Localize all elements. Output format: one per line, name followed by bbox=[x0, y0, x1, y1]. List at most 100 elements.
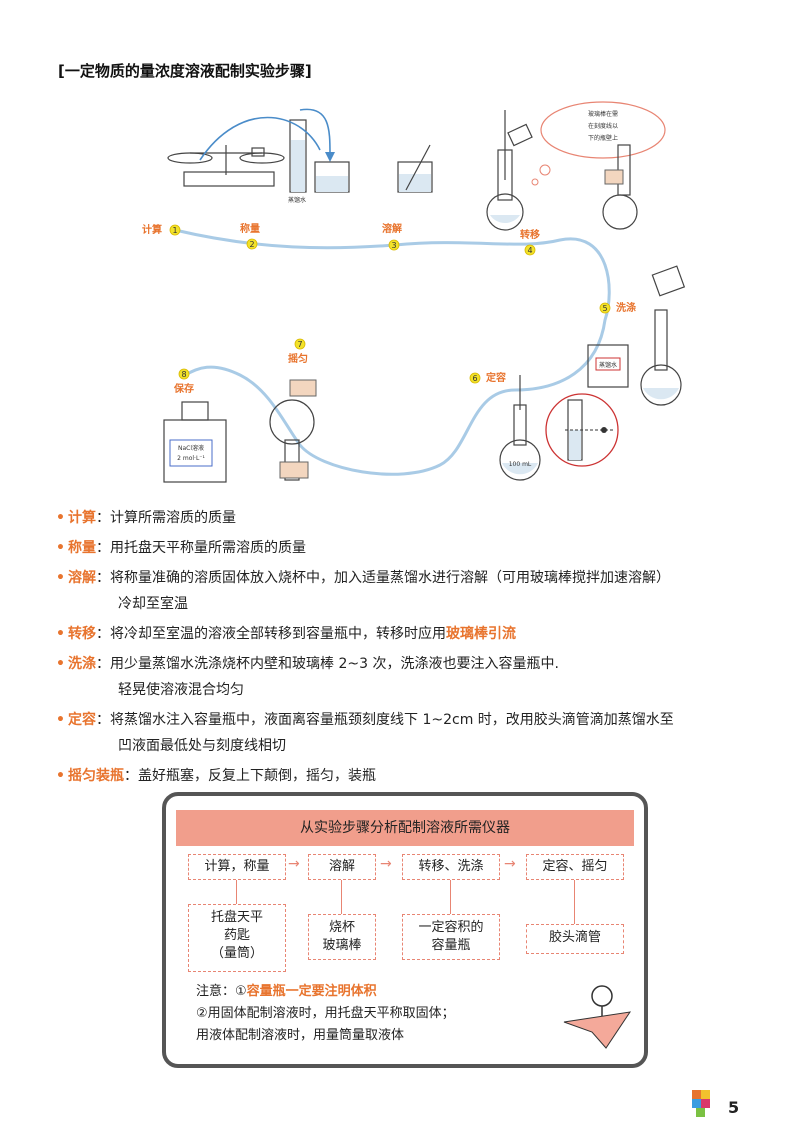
tool-line: 胶头滴管 bbox=[548, 930, 601, 945]
flow-item-4: 定容、摇匀 bbox=[526, 854, 624, 880]
reagent-bottle-icon: NaCl溶液 2 mol·L⁻¹ bbox=[163, 401, 227, 483]
station-label-3: 溶解 bbox=[382, 222, 402, 235]
note-line-2: ②用固体配制溶液时，用托盘天平称取固体； bbox=[196, 1006, 455, 1021]
wash-bottle-icon: 蒸馏水 bbox=[587, 344, 629, 388]
volumetric-flask-icon-1 bbox=[486, 110, 533, 231]
note-line-3: 用液体配制溶液时，用量筒量取液体 bbox=[196, 1028, 405, 1043]
station-label-8: 保存 bbox=[173, 382, 194, 395]
station-label-6: 定容 bbox=[486, 371, 506, 384]
station-label-7: 摇匀 bbox=[288, 352, 308, 365]
step-dissolve: • 溶解：将称量准确的溶质固体放入烧杯中，加入适量蒸馏水进行溶解（可用玻璃棒搅拌… bbox=[56, 568, 776, 614]
pour-arrow-2 bbox=[299, 108, 331, 156]
arrow-right-icon: → bbox=[380, 856, 392, 872]
station-7: 7 摇匀 bbox=[288, 338, 308, 365]
step-transfer: • 转移：将冷却至室温的溶液全部转移到容量瓶中，转移时应用玻璃棒引流 bbox=[56, 624, 776, 644]
arrow-right-icon: → bbox=[504, 856, 516, 872]
logo-icon bbox=[692, 1090, 710, 1117]
step-text: ：将冷却至室温的溶液全部转移到容量瓶中，转移时应用 bbox=[96, 626, 446, 642]
tool-box-2: 烧杯 玻璃棒 bbox=[308, 914, 376, 960]
tool-line: （量筒） bbox=[210, 946, 263, 961]
step-shake-bottle: • 摇匀装瓶：盖好瓶塞，反复上下颠倒，摇匀，装瓶 bbox=[56, 766, 776, 786]
bullet: • bbox=[56, 656, 65, 672]
flow-item-1: 计算，称量 bbox=[188, 854, 286, 880]
tool-box-4: 胶头滴管 bbox=[526, 924, 624, 954]
station-5: 5 洗涤 bbox=[599, 301, 636, 314]
step-continuation: 轻晃使溶液混合均匀 bbox=[118, 682, 244, 698]
distilled-water-label: 蒸馏水 bbox=[288, 196, 306, 204]
summary-header: 从实验步骤分析配制溶液所需仪器 bbox=[176, 810, 634, 846]
beaker-icon bbox=[314, 161, 350, 193]
paper-plane-figure-icon bbox=[563, 985, 632, 1049]
step-name: 称量 bbox=[68, 540, 96, 556]
tool-box-1: 托盘天平 药匙 （量筒） bbox=[188, 904, 286, 972]
step-name: 摇匀装瓶 bbox=[68, 768, 124, 784]
step-text: ：用托盘天平称量所需溶质的质量 bbox=[96, 540, 306, 556]
graduated-cylinder-icon: 蒸馏水 bbox=[288, 119, 307, 204]
bullet: • bbox=[56, 626, 65, 642]
step-calc: • 计算：计算所需溶质的质量 bbox=[56, 508, 776, 528]
bubble-text-2: 在刻度线以 bbox=[588, 122, 618, 130]
balance-icon bbox=[167, 145, 285, 187]
tool-box-3: 一定容积的 容量瓶 bbox=[402, 914, 500, 960]
station-label-2: 称量 bbox=[240, 222, 260, 235]
station-num-4: 4 bbox=[527, 246, 532, 255]
station-label-4: 转移 bbox=[520, 228, 540, 241]
step-highlight: 玻璃棒引流 bbox=[446, 626, 516, 642]
flask-volume-label: 100 mL bbox=[509, 461, 532, 468]
flow-item-3: 转移、洗涤 bbox=[402, 854, 500, 880]
step-name: 洗涤 bbox=[68, 656, 96, 672]
station-num-8: 8 bbox=[181, 370, 186, 379]
tool-line: 容量瓶 bbox=[431, 938, 471, 953]
station-4: 转移 4 bbox=[520, 228, 540, 256]
step-name: 定容 bbox=[68, 712, 96, 728]
station-num-2: 2 bbox=[249, 240, 254, 249]
step-name: 转移 bbox=[68, 626, 96, 642]
bottle-label: NaCl溶液 bbox=[178, 444, 204, 452]
volumetric-flask-icon-2 bbox=[640, 265, 686, 406]
bullet: • bbox=[56, 540, 65, 556]
flow-item-2: 溶解 bbox=[308, 854, 376, 880]
station-num-1: 1 bbox=[172, 226, 177, 235]
arrow-right-icon: → bbox=[288, 856, 300, 872]
connector-line bbox=[574, 880, 575, 924]
tool-line: 一定容积的 bbox=[418, 920, 484, 935]
step-name: 计算 bbox=[68, 510, 96, 526]
station-label-1: 计算 bbox=[142, 223, 162, 236]
station-3: 溶解 3 bbox=[382, 222, 402, 251]
note-highlight: 容量瓶一定要注明体积 bbox=[246, 984, 377, 999]
station-num-5: 5 bbox=[602, 304, 607, 313]
station-2: 称量 2 bbox=[240, 222, 260, 250]
station-num-6: 6 bbox=[472, 374, 477, 383]
bubble-text-1: 玻璃棒在需 bbox=[588, 110, 618, 118]
step-text: ：将蒸馏水注入容量瓶中，液面离容量瓶颈刻度线下 1~2cm 时，改用胶头滴管滴加… bbox=[96, 712, 674, 728]
station-6: 6 定容 bbox=[469, 371, 506, 384]
steps-list: • 计算：计算所需溶质的质量 • 称量：用托盘天平称量所需溶质的质量 • 溶解：… bbox=[56, 508, 776, 796]
step-fix-volume: • 定容：将蒸馏水注入容量瓶中，液面离容量瓶颈刻度线下 1~2cm 时，改用胶头… bbox=[56, 710, 776, 756]
summary-box: 从实验步骤分析配制溶液所需仪器 计算，称量 → 溶解 → 转移、洗涤 → 定容、… bbox=[162, 792, 648, 1068]
station-num-3: 3 bbox=[391, 241, 396, 250]
shaking-flask-icon bbox=[269, 379, 317, 481]
bullet: • bbox=[56, 768, 65, 784]
connector-line bbox=[236, 880, 237, 904]
station-label-5: 洗涤 bbox=[616, 301, 636, 314]
thought-bubble: 玻璃棒在需 在刻度线以 下的瓶壁上 bbox=[531, 101, 666, 186]
experiment-diagram: 蒸馏水 玻璃棒在需 在刻度线以 下的瓶壁上 蒸馏水 bbox=[142, 101, 686, 483]
page-number: 5 bbox=[728, 1098, 740, 1117]
station-1: 计算 1 bbox=[142, 223, 181, 236]
bubble-text-3: 下的瓶壁上 bbox=[588, 134, 618, 142]
connector-line bbox=[450, 880, 451, 914]
step-text: ：计算所需溶质的质量 bbox=[96, 510, 236, 526]
step-weigh: • 称量：用托盘天平称量所需溶质的质量 bbox=[56, 538, 776, 558]
bullet: • bbox=[56, 510, 65, 526]
page-title: [一定物质的量浓度溶液配制实验步骤] bbox=[58, 62, 312, 80]
wash-bottle-label: 蒸馏水 bbox=[599, 361, 617, 369]
step-text: ：用少量蒸馏水洗涤烧杯内壁和玻璃棒 2~3 次，洗涤液也要注入容量瓶中. bbox=[96, 656, 559, 672]
tool-line: 烧杯 bbox=[328, 920, 355, 935]
tool-line: 玻璃棒 bbox=[322, 938, 362, 953]
step-text: ：盖好瓶塞，反复上下颠倒，摇匀，装瓶 bbox=[124, 768, 376, 784]
note-prefix: 注意：① bbox=[196, 984, 247, 999]
tool-line: 托盘天平 bbox=[210, 910, 263, 925]
hand-flask-icon bbox=[602, 144, 638, 230]
bottle-label-2: 2 mol·L⁻¹ bbox=[177, 455, 205, 462]
step-name: 溶解 bbox=[68, 570, 96, 586]
